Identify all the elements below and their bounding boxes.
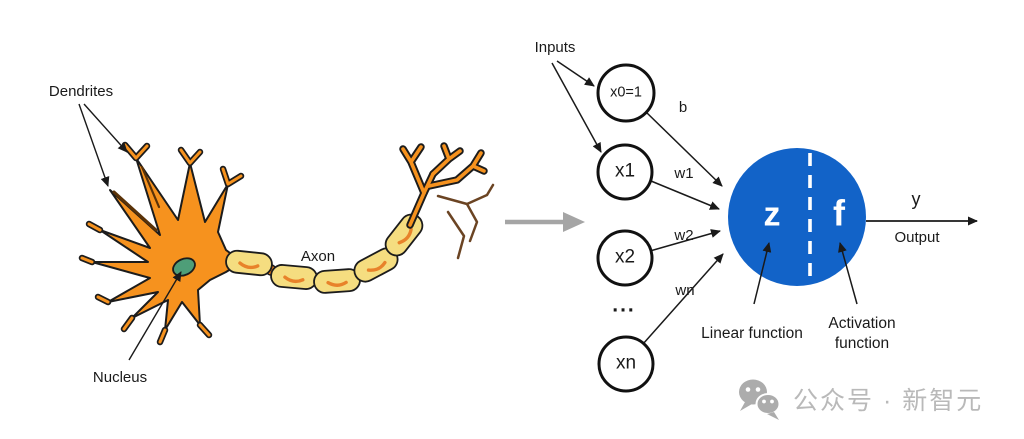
weight-label-w1: w1 xyxy=(674,165,694,182)
activation-symbol-f: f xyxy=(833,192,845,234)
inputs-label: Inputs xyxy=(534,39,576,56)
linear-symbol-z: z xyxy=(763,195,781,234)
neuron-circle xyxy=(728,148,866,286)
bio-neuron-illustration xyxy=(78,103,495,361)
myelin-capsules xyxy=(225,213,424,294)
weight-label-w2: w2 xyxy=(674,227,694,244)
soma-body xyxy=(91,157,243,331)
nucleus-label: Nucleus xyxy=(92,369,148,386)
perceptron-arrows xyxy=(551,60,978,345)
activation-function-caption: Activation function xyxy=(828,314,896,352)
dendrite-shading xyxy=(112,190,158,232)
wechat-icon xyxy=(739,379,781,420)
axon-label: Axon xyxy=(300,248,336,265)
watermark-text: 公众号 · 新智元 xyxy=(793,387,984,415)
axon-terminal xyxy=(399,142,495,260)
output-symbol-y: y xyxy=(911,189,921,210)
dendrites-label: Dendrites xyxy=(48,83,114,100)
input-node-circles xyxy=(596,63,656,393)
watermark: 公众号 · 新智元 xyxy=(737,377,983,421)
weight-label-b: b xyxy=(678,99,688,116)
input-node-x0: x0=1 xyxy=(610,84,642,101)
input-node-x1: x1 xyxy=(614,160,636,182)
input-ellipsis: ... xyxy=(612,293,636,317)
input-node-x2: x2 xyxy=(614,246,636,268)
input-node-xn: xn xyxy=(615,352,637,374)
linear-function-caption: Linear function xyxy=(701,324,803,342)
perceptron-illustration xyxy=(551,60,978,393)
weight-label-wn: wn xyxy=(675,282,695,299)
bio-annotation-arrows xyxy=(78,103,182,361)
dendrite-shading-2 xyxy=(140,165,161,209)
transition-arrow-icon xyxy=(505,212,585,232)
output-label: Output xyxy=(894,229,940,246)
